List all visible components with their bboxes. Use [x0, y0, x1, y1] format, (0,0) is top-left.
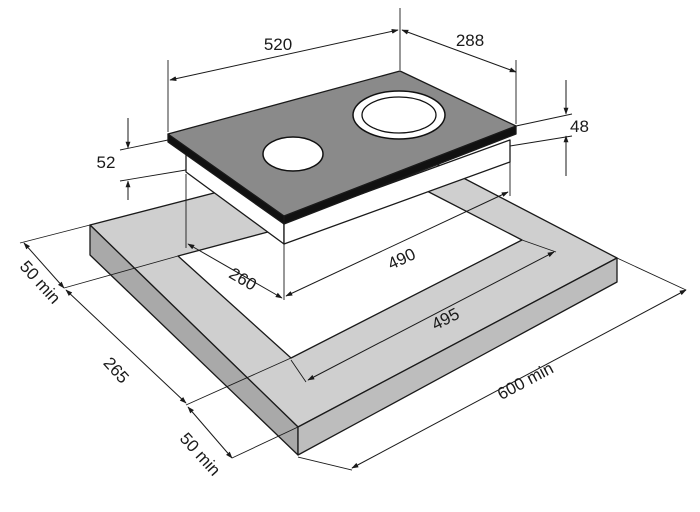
label-body-height: 52	[97, 153, 116, 172]
label-width-top: 520	[264, 35, 292, 54]
label-front-margin: 50 min	[176, 429, 224, 480]
label-depth-top: 288	[456, 31, 484, 50]
label-glass-thickness: 48	[570, 117, 589, 136]
dim-line-600	[351, 289, 687, 469]
burner-large-inner	[361, 96, 437, 134]
extension-lines	[19, 8, 687, 471]
burner-large-outer	[352, 90, 446, 140]
dim-line-265	[65, 289, 187, 404]
burner-small	[262, 136, 324, 172]
label-countertop-depth: 600 min	[494, 359, 556, 404]
label-side-depth: 265	[100, 353, 133, 387]
dim-line-50-left	[23, 242, 65, 289]
dim-line-50-front	[187, 406, 233, 459]
dim-line-288	[401, 29, 517, 73]
dim-line-520	[169, 28, 399, 82]
dimension-lines	[23, 28, 687, 469]
label-left-margin: 50 min	[16, 257, 64, 308]
dim-line-260	[187, 243, 283, 299]
